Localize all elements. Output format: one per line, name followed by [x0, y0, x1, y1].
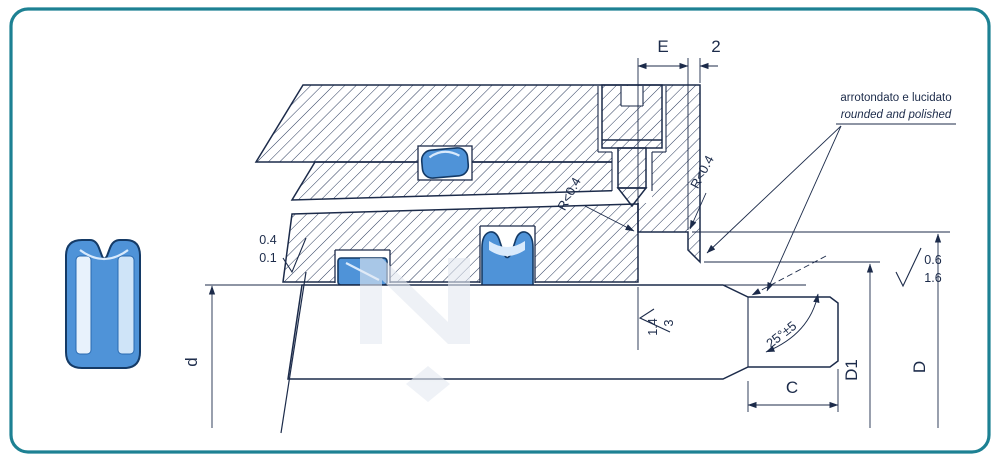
- page-border: [9, 7, 991, 454]
- roughness-left-bottom: 0.1: [259, 251, 276, 265]
- roughness-mid-top: 1.4: [646, 318, 660, 335]
- watermark: [360, 258, 470, 402]
- roughness-symbol-left: [282, 237, 307, 274]
- note-leader-1: [706, 125, 842, 254]
- roughness-symbol-mid: [638, 308, 671, 333]
- note-english: rounded and polished: [841, 109, 952, 121]
- roughness-right-bottom: 1.6: [924, 271, 941, 285]
- dim-label-D1: D1: [842, 359, 861, 381]
- rod-seal-groove-edges: [479, 225, 536, 283]
- static-seal: [420, 147, 470, 179]
- roughness-mid-bottom: 3: [662, 319, 676, 326]
- roughness-left-top: 0.4: [259, 233, 276, 247]
- screw-socket-edges: [620, 86, 644, 107]
- screw-hole-edges: [597, 86, 667, 191]
- radius-leader-right: [689, 192, 707, 230]
- screw-tip: [616, 187, 648, 208]
- dim-label-d: d: [182, 357, 201, 366]
- static-seal-pocket: [417, 145, 473, 181]
- dim-label-2: 2: [711, 37, 720, 56]
- chamfer-dashed-line: [751, 255, 827, 296]
- roughness-right-top: 0.6: [924, 253, 941, 267]
- chamfer-angle-arc: [765, 293, 820, 353]
- dim-label-C: C: [786, 378, 798, 397]
- note-leader-2: [766, 125, 842, 292]
- set-screw-area: [597, 84, 667, 208]
- dim-label-D: D: [910, 361, 929, 373]
- annotations: [205, 58, 956, 428]
- screw-socket: [621, 86, 643, 106]
- roughness-symbol-right: [895, 247, 922, 288]
- seal-profile-standalone: [65, 239, 141, 369]
- dim-label-E: E: [657, 37, 668, 56]
- note-italian: arrotondato e lucidato: [840, 92, 951, 104]
- radius-leader-left: [584, 205, 635, 232]
- rod-break-line: [280, 271, 307, 434]
